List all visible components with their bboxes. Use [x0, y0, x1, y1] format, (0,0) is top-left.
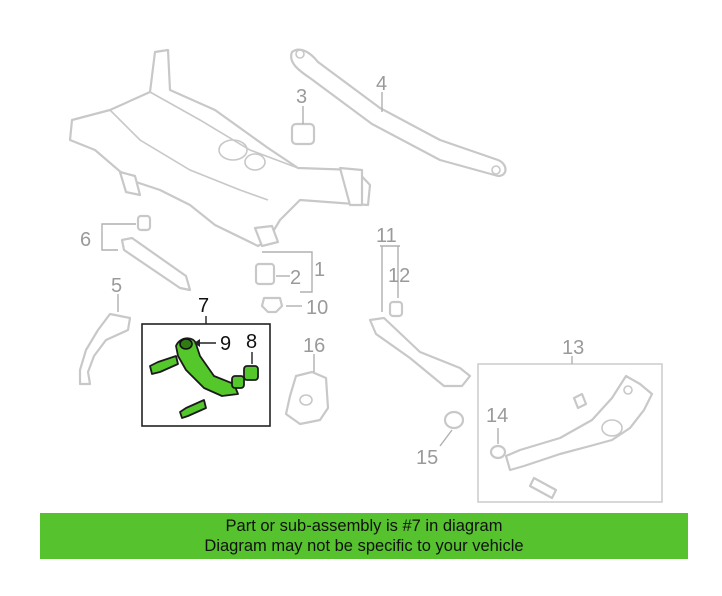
part-13-assembly: 13 14 — [477, 337, 663, 503]
part-7-assembly: 7 8 9 — [141, 295, 271, 427]
callout-4: 4 — [376, 73, 387, 95]
callout-2: 2 — [290, 267, 301, 289]
bolt-upper — [149, 355, 179, 375]
callout-12: 12 — [388, 265, 410, 287]
callout-9: 9 — [220, 333, 231, 355]
part-8-bushing — [243, 365, 259, 381]
callout-6: 6 — [80, 229, 91, 251]
bolt-lower — [179, 399, 207, 419]
callout-3: 3 — [296, 86, 307, 108]
callout-8: 8 — [246, 331, 257, 353]
part-6-lateral-link: 6 — [80, 214, 192, 292]
callout-14: 14 — [486, 405, 508, 427]
part-2-mount: 2 1 — [254, 251, 325, 293]
callout-11: 11 — [376, 225, 397, 247]
callout-5: 5 — [111, 275, 122, 297]
callout-16: 16 — [303, 335, 325, 357]
callout-7: 7 — [198, 295, 209, 317]
callout-15: 15 — [416, 447, 438, 469]
part-11-link: 11 12 — [368, 225, 472, 388]
callout-10: 10 — [306, 297, 328, 319]
part-13-box — [477, 363, 663, 503]
part-15-nut: 15 — [416, 410, 465, 469]
part-16-bracket: 16 — [284, 335, 330, 426]
part-10-bolt: 10 — [260, 296, 328, 319]
part-4-stabilizer-bar: 4 — [290, 48, 507, 178]
callout-13: 13 — [562, 337, 584, 359]
info-banner: Part or sub-assembly is #7 in diagram Di… — [40, 513, 688, 559]
banner-line-1: Part or sub-assembly is #7 in diagram — [225, 517, 503, 535]
subframe-crossmember — [68, 48, 372, 248]
part-3-bushing: 3 — [290, 86, 316, 146]
part-5-arm: 5 — [78, 275, 132, 386]
callout-1: 1 — [314, 259, 325, 281]
banner-line-2: Diagram may not be specific to your vehi… — [204, 537, 524, 555]
